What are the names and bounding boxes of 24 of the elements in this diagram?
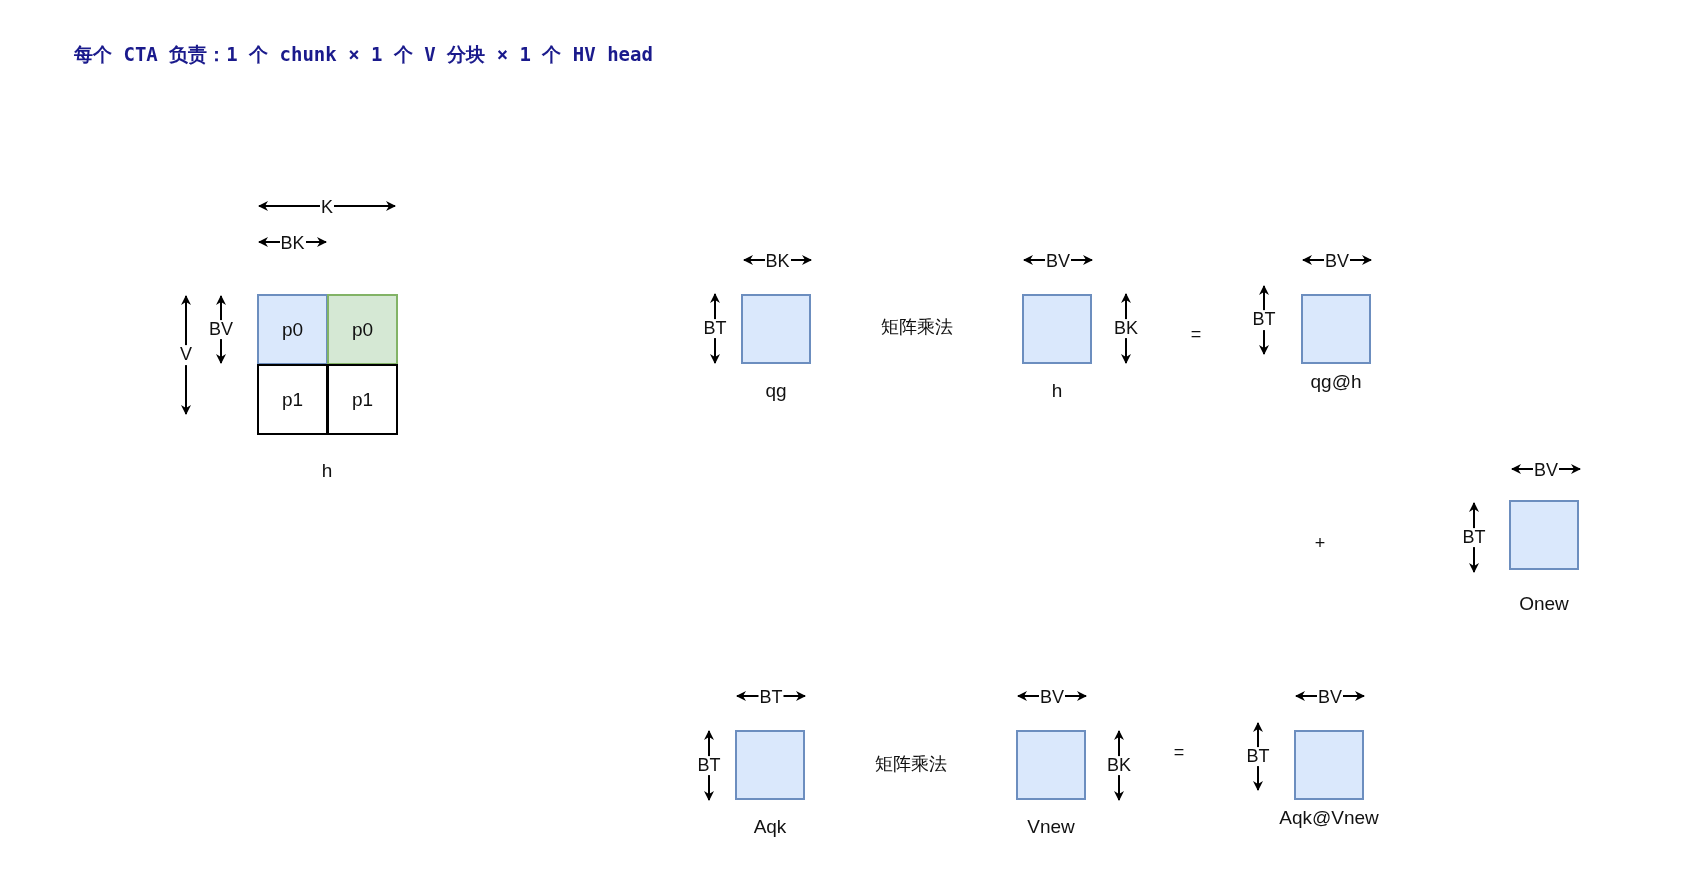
dimension-label: BT	[702, 318, 728, 339]
dimension-label: BT	[1245, 746, 1271, 767]
matrix-cell: p0	[327, 294, 398, 365]
dimension-label: V	[179, 345, 193, 365]
dimension-label: BV	[208, 319, 234, 340]
dimension-label: BK	[1106, 755, 1132, 776]
dimension-label: BT	[1461, 527, 1487, 548]
matrix-caption: Aqk	[753, 816, 787, 838]
dimension-label: BK	[1113, 318, 1139, 339]
matrix-cell: p0	[257, 294, 328, 365]
matrix-cell: p1	[327, 364, 398, 435]
matrix-caption: qg	[765, 380, 787, 402]
operator-label: 矩阵乘法	[880, 318, 954, 338]
dimension-label: BT	[1251, 310, 1277, 330]
matrix-caption: qg@h	[1310, 371, 1362, 393]
matrix-caption: h	[321, 460, 333, 482]
diagram-title: 每个 CTA 负责：1 个 chunk × 1 个 V 分块 × 1 个 HV head	[74, 42, 653, 67]
matrix-caption: Aqk@Vnew	[1279, 807, 1379, 829]
operator-label: 矩阵乘法	[874, 755, 948, 775]
matrix-caption: Vnew	[1027, 816, 1075, 838]
matrix-caption: Onew	[1519, 593, 1569, 615]
matrix-cell: p1	[257, 364, 328, 435]
dimension-label: BT	[696, 755, 722, 776]
matrix-caption: h	[1051, 380, 1063, 402]
